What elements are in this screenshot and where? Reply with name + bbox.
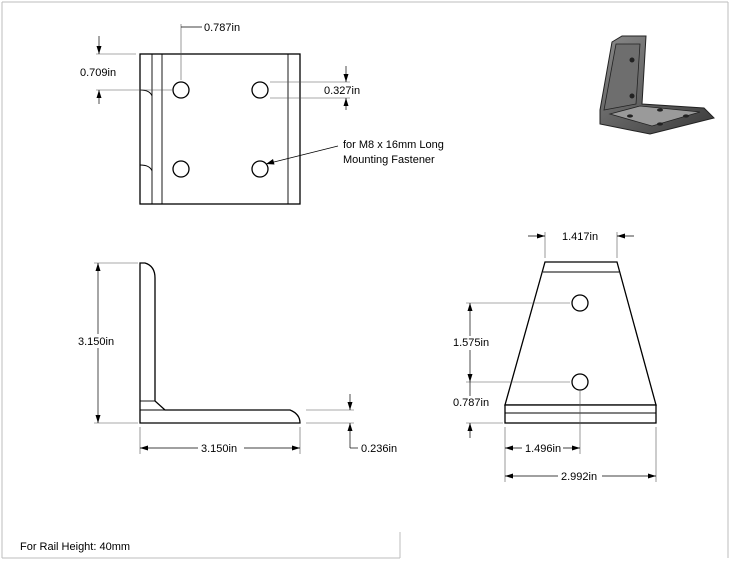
- dim-hole-center-offset: 1.496in: [525, 443, 561, 455]
- mounting-hole: [251, 81, 269, 99]
- side-view: [139, 262, 301, 424]
- mounting-hole: [251, 160, 269, 178]
- mounting-hole: [172, 160, 190, 178]
- dim-hole-x-offset: 0.787in: [204, 22, 240, 34]
- mounting-hole: [571, 373, 589, 391]
- dim-base-width: 2.992in: [561, 471, 597, 483]
- top-view-outline: [139, 53, 301, 205]
- dim-hole-spacing-vertical: 1.575in: [453, 337, 489, 349]
- side-view-profile: [139, 262, 301, 424]
- front-view-dimensions: 1.417in 1.575in 0.787in 1.496in 2.992in: [452, 231, 657, 483]
- dim-hole-spacing-small: 0.327in: [324, 85, 360, 97]
- side-view-dimensions: 3.150in 3.150in 0.236in: [76, 262, 397, 455]
- mounting-hole: [571, 294, 589, 312]
- front-view-base: [504, 404, 657, 424]
- dim-hole-y-offset: 0.709in: [80, 67, 116, 79]
- dim-top-width: 1.417in: [562, 231, 598, 243]
- isometric-view: [599, 35, 715, 135]
- fastener-note-line2: Mounting Fastener: [343, 154, 435, 166]
- top-view: [139, 53, 301, 205]
- front-view: [504, 261, 657, 424]
- dim-side-height: 3.150in: [78, 336, 114, 348]
- sheet-frame: [1, 1, 729, 559]
- rail-height-note: For Rail Height: 40mm: [20, 541, 130, 553]
- dim-side-width: 3.150in: [201, 443, 237, 455]
- top-view-dimensions: 0.787in 0.709in 0.327in for M8 x 16mm Lo…: [80, 22, 444, 166]
- dim-hole-bottom-offset: 0.787in: [453, 397, 489, 409]
- mounting-hole: [172, 81, 190, 99]
- dim-thickness: 0.236in: [361, 443, 397, 455]
- fastener-note-line1: for M8 x 16mm Long: [343, 139, 444, 151]
